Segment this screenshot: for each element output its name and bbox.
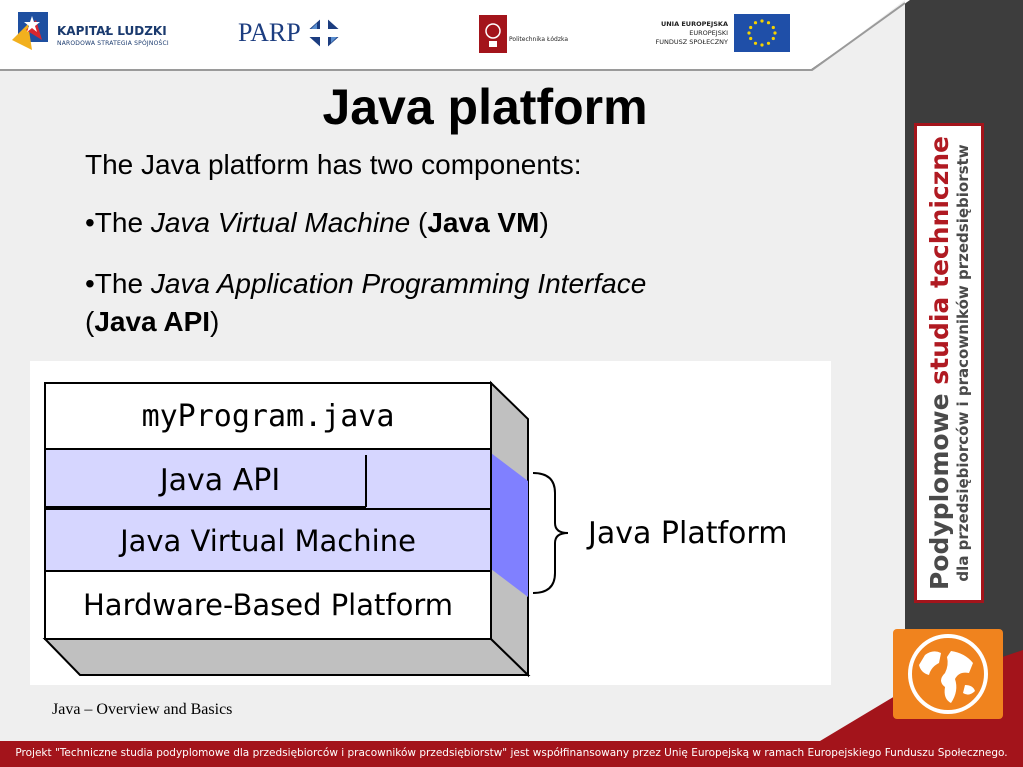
diagram-bottom-face [42,638,531,676]
globe-logo [893,629,1003,719]
banner-text: Podyplomowe studia techniczne dla przeds… [925,135,972,591]
bullet-close-paren: ) [210,306,220,337]
bullet-open-paren: ( [410,207,428,238]
bullet-java-vm: •The Java Virtual Machine (Java VM) [85,207,549,239]
layer-program-label: myProgram.java [142,399,395,434]
parp-logo-text: PARP [238,18,301,47]
bullet-italic: Java Application Programming Interface [150,268,647,299]
platform-label: Java Platform [586,516,787,551]
eu-line-2: EUROPEJSKI [689,29,728,37]
bullet-bold: Java API [94,306,211,337]
eu-line-3: FUNDUSZ SPOŁECZNY [655,38,728,46]
project-info-bar [0,741,1023,767]
layer-hardware-label: Hardware-Based Platform [83,588,453,622]
layer-hardware-box [44,570,492,640]
diagram-canvas: myProgram.java Java API Java Virtual Mac… [42,380,787,678]
kapital-ludzki-subtitle: NARODOWA STRATEGIA SPÓJNOŚCI [57,40,169,47]
banner-word-2: studia [925,296,954,385]
bullet-java-api: •The Java Application Programming Interf… [85,265,805,341]
layer-api-label: Java API [158,463,280,498]
politechnika-crest-icon [479,15,507,53]
bullet-prefix: •The [85,268,151,299]
eu-line-1: UNIA EUROPEJSKA [660,20,728,28]
kapital-ludzki-title: KAPITAŁ LUDZKI [57,24,167,38]
parp-logo-icon [305,16,343,50]
intro-text: The Java platform has two components: [85,149,582,180]
program-banner: Podyplomowe studia techniczne dla przeds… [914,123,984,603]
bullet-bold: Java VM [427,207,540,238]
bullet-close-paren: ) [539,207,549,238]
java-platform-diagram: myProgram.java Java API Java Virtual Mac… [30,361,831,685]
diagram-right-accent [491,453,528,597]
layer-vm-label: Java Virtual Machine [118,524,416,558]
banner-line-1: Podyplomowe studia techniczne [925,135,954,591]
banner-word-3: techniczne [925,135,954,288]
platform-brace [532,472,569,594]
globe-icon [908,634,988,714]
layer-vm-box [44,508,492,572]
kapital-ludzki-logo-icon [12,12,48,50]
bullet-italic: Java Virtual Machine [150,207,411,238]
banner-word-1: Podyplomowe [925,393,954,591]
slide-title: Java platform [322,79,648,135]
politechnika-label: Politechnika Łódzka [509,36,569,43]
footer-topic-label: Java – Overview and Basics [52,701,233,718]
layer-program-box [44,382,492,450]
bullet-open-paren: ( [85,306,95,337]
project-info-text: Projekt "Techniczne studia podyplomowe d… [15,747,1008,759]
banner-line-2: dla przedsiębiorców i pracowników przeds… [954,144,972,582]
eu-flag-icon [734,14,790,52]
bullet-prefix: •The [85,207,151,238]
eu-text-block: UNIA EUROPEJSKA EUROPEJSKI FUNDUSZ SPOŁE… [640,20,728,47]
layer-api-box [44,448,492,510]
